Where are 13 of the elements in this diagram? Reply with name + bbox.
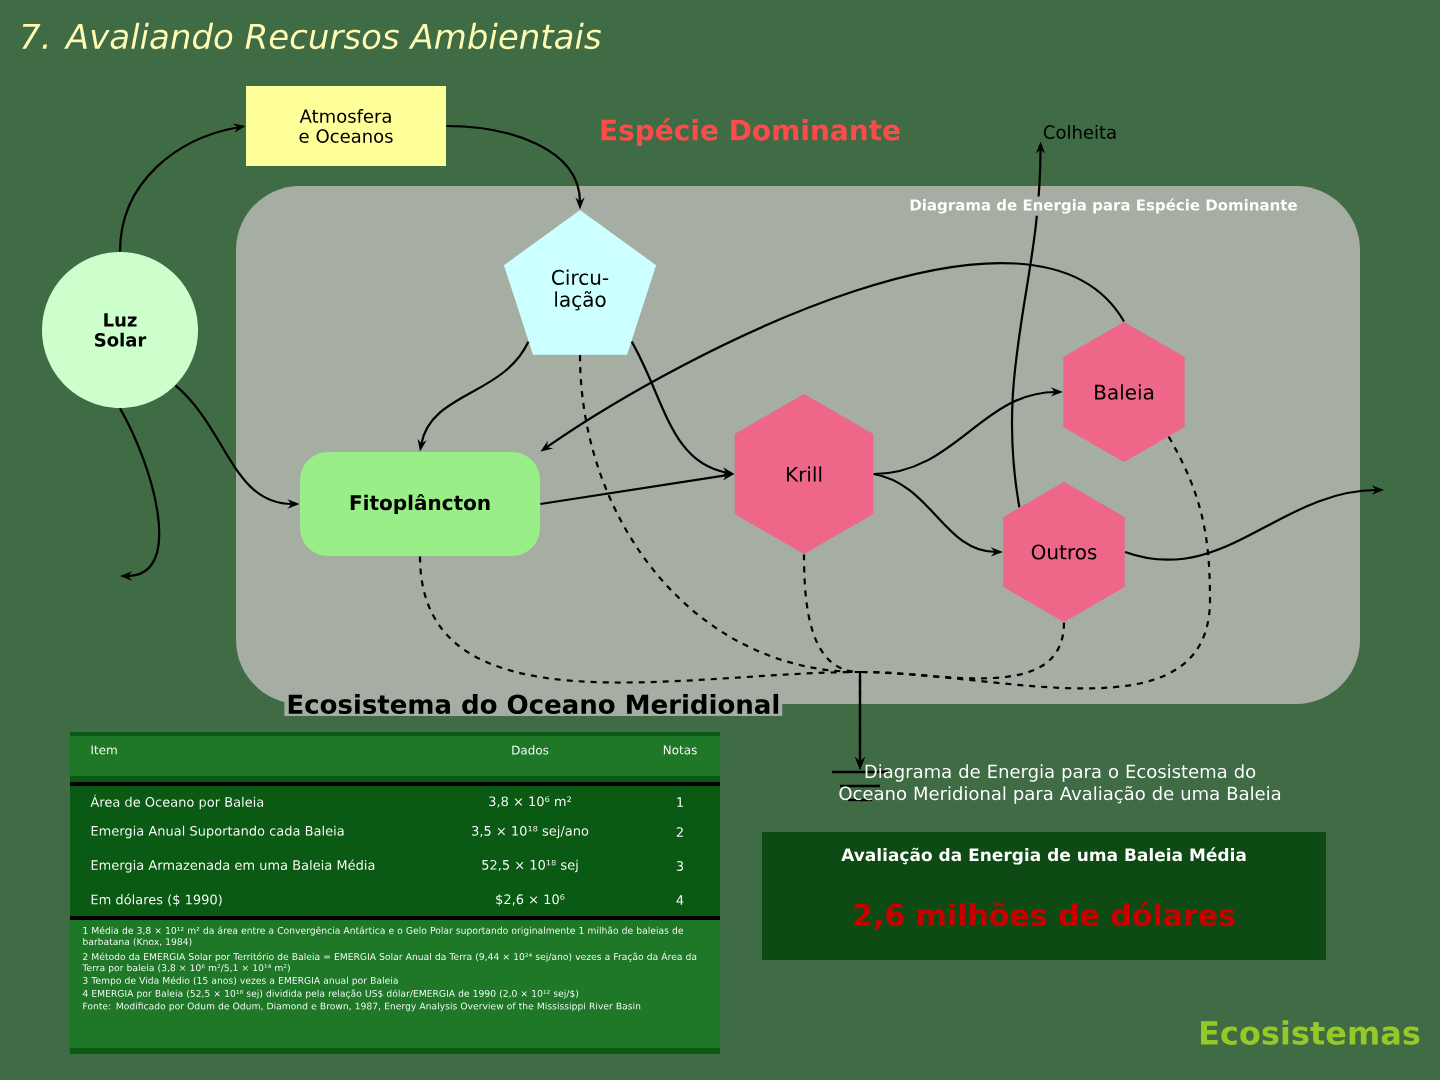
- caption: Diagrama de Energia para o Ecosistema do Oceano Meridional para Avaliação de uma Baleia: [839, 764, 1281, 804]
- source-box: Atmosfera e Oceanos: [246, 86, 446, 166]
- consumer-hexagon: Krill: [734, 394, 874, 554]
- title: 7. Avaliando Recursos Ambientais: [22, 22, 601, 50]
- footer-text: Ecosistemas: [1201, 1020, 1420, 1045]
- circulation-pentagon: Circu-lação: [503, 210, 657, 355]
- consumer-hexagon: Outros: [1003, 482, 1125, 622]
- result-box: Avaliação da Energia de uma Baleia Média 2,6 milhões de dólares: [762, 832, 1326, 960]
- heading: Espécie Dominante: [601, 117, 900, 147]
- output-label: Colheita: [1043, 125, 1116, 139]
- arrow: [119, 407, 161, 581]
- producer-box: Fitoplâncton: [300, 452, 540, 556]
- consumer-hexagon: Baleia: [1063, 322, 1185, 462]
